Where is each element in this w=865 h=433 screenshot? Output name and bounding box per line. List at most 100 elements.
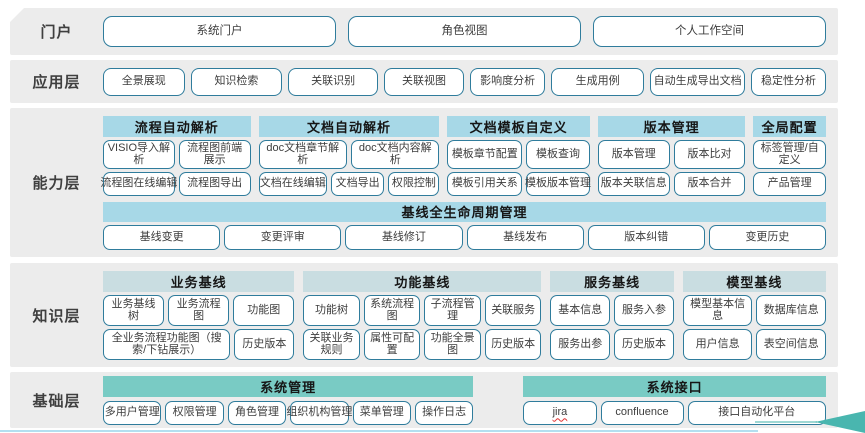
group-header: 文档模板自定义 (447, 115, 590, 137)
feature-box: 文档导出 (330, 171, 385, 196)
box-row: 产品管理 (753, 171, 826, 196)
feature-box: 关联服务 (484, 294, 542, 326)
group-column: 模型基线模型基本信息数据库信息用户信息表空间信息 (682, 270, 827, 360)
feature-box: 标签管理/自定义 (753, 139, 826, 169)
feature-box: 全业务流程功能图（搜索/下钻展示） (103, 328, 231, 360)
feature-box: 生成用例 (551, 67, 645, 96)
box-row: 文档在线编辑文档导出权限控制 (258, 171, 440, 196)
feature-box: 全景展现 (103, 67, 185, 96)
feature-box: 历史版本 (484, 328, 542, 360)
bottom-accent-line (0, 430, 758, 432)
feature-box: 基线发布 (466, 224, 584, 250)
feature-box: 变更历史 (708, 224, 827, 250)
feature-box: 关联业务规则 (303, 328, 360, 360)
feature-box: 基线修订 (345, 224, 463, 250)
feature-box: 模板版本管理 (525, 171, 591, 196)
feature-box: 自动生成导出文档 (650, 67, 746, 96)
feature-box: 业务基线树 (103, 294, 165, 326)
feature-box: 版本合并 (673, 171, 746, 196)
box-row: 用户信息表空间信息 (682, 328, 827, 360)
feature-box: 业务流程图 (168, 294, 230, 326)
wide-section-header: 基线全生命周期管理 (103, 201, 826, 222)
box-row: 版本管理版本比对 (597, 139, 746, 169)
layer-label-knowledge: 知识层 (32, 307, 81, 325)
box-row: 标签管理/自定义 (753, 139, 826, 169)
left-arrow-tail (755, 421, 817, 423)
feature-box: 系统流程图 (363, 294, 421, 326)
feature-box: 多用户管理 (103, 400, 162, 425)
feature-box: 版本关联信息 (597, 171, 670, 196)
layer-content: 业务基线业务基线树业务流程图功能图全业务流程功能图（搜索/下钻展示）历史版本功能… (103, 263, 838, 367)
group-header: 业务基线 (103, 270, 295, 292)
group-header: 功能基线 (303, 270, 542, 292)
groups-row: 系统门户角色视图个人工作空间 (103, 16, 826, 47)
feature-box: 基线变更 (103, 224, 221, 250)
group-header: 流程自动解析 (103, 115, 251, 137)
feature-box: 稳定性分析 (751, 67, 826, 96)
layer-band-application: 应用层全景展现知识检索关联识别关联视图影响度分析生成用例自动生成导出文档稳定性分… (10, 60, 838, 103)
box-row: 基线变更变更评审基线修订基线发布版本纠错变更历史 (103, 224, 827, 250)
feature-box: 历史版本 (234, 328, 295, 360)
feature-box: 影响度分析 (470, 67, 546, 96)
feature-box: 属性可配置 (363, 328, 421, 360)
group-column: 业务基线业务基线树业务流程图功能图全业务流程功能图（搜索/下钻展示）历史版本 (103, 270, 295, 360)
layer-content: 系统门户角色视图个人工作空间 (103, 8, 838, 55)
box-row: 模板章节配置模板查询 (447, 139, 590, 169)
box-row: VISIO导入解析流程图前端展示 (103, 139, 251, 169)
group-column: 版本管理版本管理版本比对版本关联信息版本合并 (597, 115, 746, 196)
box-row: 多用户管理权限管理角色管理组织机构管理菜单管理操作日志 (103, 400, 474, 425)
feature-box: 模板查询 (526, 139, 590, 169)
feature-box: 用户信息 (682, 328, 753, 360)
feature-box: 文档在线编辑 (258, 171, 327, 196)
group-header: 版本管理 (597, 115, 746, 137)
feature-box: VISIO导入解析 (103, 139, 175, 169)
box-row: 模型基本信息数据库信息 (682, 294, 827, 326)
feature-box: doc文档内容解析 (350, 139, 440, 169)
feature-box: 功能图 (233, 294, 295, 326)
feature-box: 历史版本 (614, 328, 674, 360)
feature-box: 流程图前端展示 (178, 139, 251, 169)
group-column: 文档模板自定义模板章节配置模板查询模板引用关系模板版本管理 (447, 115, 591, 196)
feature-box: 接口自动化平台 (687, 400, 826, 425)
feature-box: 数据库信息 (756, 294, 827, 326)
feature-box: 变更评审 (224, 224, 342, 250)
feature-box: 版本纠错 (587, 224, 705, 250)
layer-content: 全景展现知识检索关联识别关联视图影响度分析生成用例自动生成导出文档稳定性分析 (103, 60, 838, 103)
box-row: 版本关联信息版本合并 (597, 171, 746, 196)
layer-band-portal: 门户 系统门户角色视图个人工作空间 (10, 8, 838, 55)
group-column: 系统管理多用户管理权限管理角色管理组织机构管理菜单管理操作日志 (103, 375, 474, 425)
layer-label-portal: 门户 (40, 24, 73, 41)
group-header: 系统接口 (523, 375, 826, 397)
group-header: 文档自动解析 (258, 115, 440, 137)
group-column: 服务基线基本信息服务入参服务出参历史版本 (550, 270, 674, 360)
feature-box: 菜单管理 (352, 400, 411, 425)
group-column: 全景展现知识检索关联识别关联视图影响度分析生成用例自动生成导出文档稳定性分析 (103, 67, 826, 96)
feature-box: 组织机构管理 (286, 400, 352, 425)
feature-box: 版本管理 (597, 139, 670, 169)
left-arrow-icon (815, 411, 865, 433)
layer-label-capability: 能力层 (32, 175, 81, 192)
feature-box: 关联视图 (383, 67, 465, 96)
feature-box: 服务出参 (550, 328, 611, 360)
feature-box: 系统门户 (103, 16, 336, 47)
group-column: 全局配置标签管理/自定义产品管理 (753, 115, 826, 196)
feature-box: 操作日志 (414, 400, 474, 425)
feature-box: jira (523, 400, 597, 425)
box-row: 全业务流程功能图（搜索/下钻展示）历史版本 (103, 328, 295, 360)
feature-box: 产品管理 (753, 171, 826, 196)
feature-box: 功能全景图 (424, 328, 481, 360)
feature-box: 知识检索 (190, 67, 283, 96)
feature-box: 服务入参 (614, 294, 674, 326)
group-header: 服务基线 (550, 270, 674, 292)
